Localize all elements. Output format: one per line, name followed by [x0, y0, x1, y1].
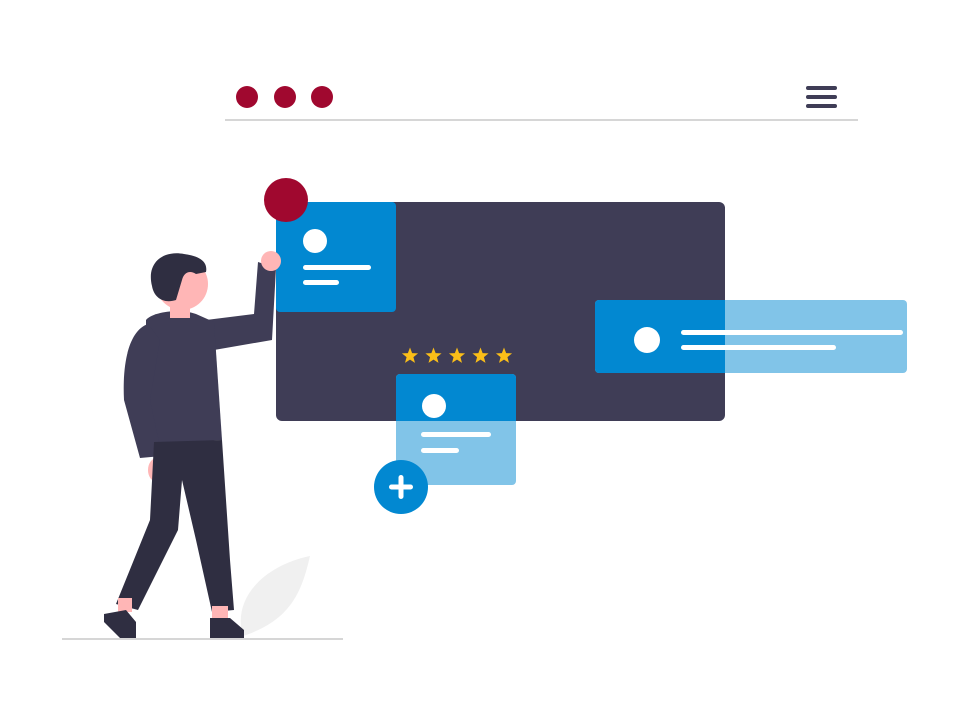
window-dot-red-3[interactable] — [311, 86, 333, 108]
review-card-right[interactable] — [595, 300, 907, 373]
leaf-decoration — [240, 556, 310, 636]
star-icon[interactable] — [425, 347, 442, 363]
text-line-placeholder — [303, 280, 339, 285]
avatar-icon — [634, 327, 660, 353]
profile-card-top-left[interactable] — [276, 202, 396, 312]
avatar-icon — [422, 394, 446, 418]
avatar-icon — [303, 229, 327, 253]
notification-dot-icon[interactable] — [264, 178, 308, 222]
hamburger-menu-icon[interactable] — [806, 86, 837, 108]
star-icon[interactable] — [401, 347, 419, 363]
star-icon[interactable] — [472, 347, 489, 363]
window-dot-red-1[interactable] — [236, 86, 258, 108]
person-figure — [104, 251, 281, 638]
window-dot-red-2[interactable] — [274, 86, 296, 108]
text-line-placeholder — [421, 448, 459, 453]
header-divider — [225, 119, 858, 121]
plus-icon — [389, 475, 413, 499]
text-line-placeholder — [681, 345, 836, 350]
add-button[interactable] — [374, 460, 428, 514]
star-icon[interactable] — [495, 347, 513, 363]
text-line-placeholder — [303, 265, 371, 270]
text-line-placeholder — [421, 432, 491, 437]
text-line-placeholder — [681, 330, 903, 335]
browser-header — [225, 86, 858, 121]
ground-line — [62, 638, 343, 640]
profile-card-bottom[interactable] — [396, 374, 516, 485]
star-icon[interactable] — [448, 347, 466, 363]
star-rating[interactable] — [401, 347, 513, 363]
